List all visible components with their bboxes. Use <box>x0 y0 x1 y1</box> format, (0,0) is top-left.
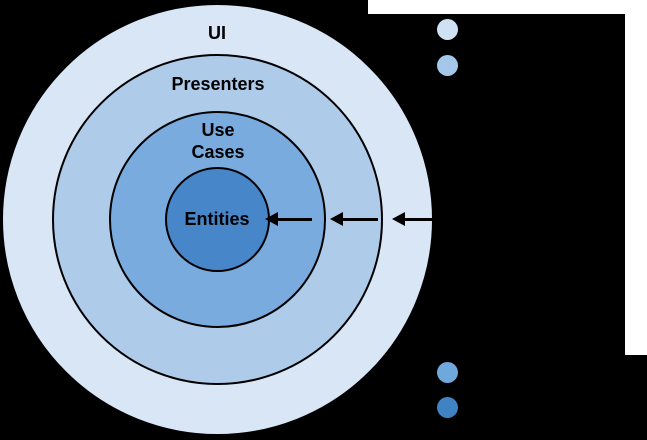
ring-ui-label: UI <box>208 23 226 43</box>
dependency-arrow-middle <box>330 212 378 226</box>
dependency-arrow-inner <box>265 212 312 226</box>
arrowhead-left-icon <box>330 212 343 226</box>
ring-presenters-label: Presenters <box>171 74 265 94</box>
arrowhead-left-icon <box>392 212 405 226</box>
legend-dot-4 <box>437 397 458 418</box>
legend-dot-1 <box>437 19 458 40</box>
arrowhead-left-icon <box>265 212 278 226</box>
legend-dot-3 <box>437 362 458 383</box>
legend-dot-2 <box>437 55 458 76</box>
arrow-shaft <box>404 217 433 221</box>
arrow-shaft <box>342 217 378 221</box>
dependency-arrow-outer <box>392 212 433 226</box>
arrow-shaft <box>277 217 312 221</box>
background-top-strip <box>368 0 647 14</box>
ring-use-cases-label: Use Cases <box>191 120 245 162</box>
background-right-strip <box>625 0 647 355</box>
ring-entities-label: Entities <box>184 209 250 229</box>
